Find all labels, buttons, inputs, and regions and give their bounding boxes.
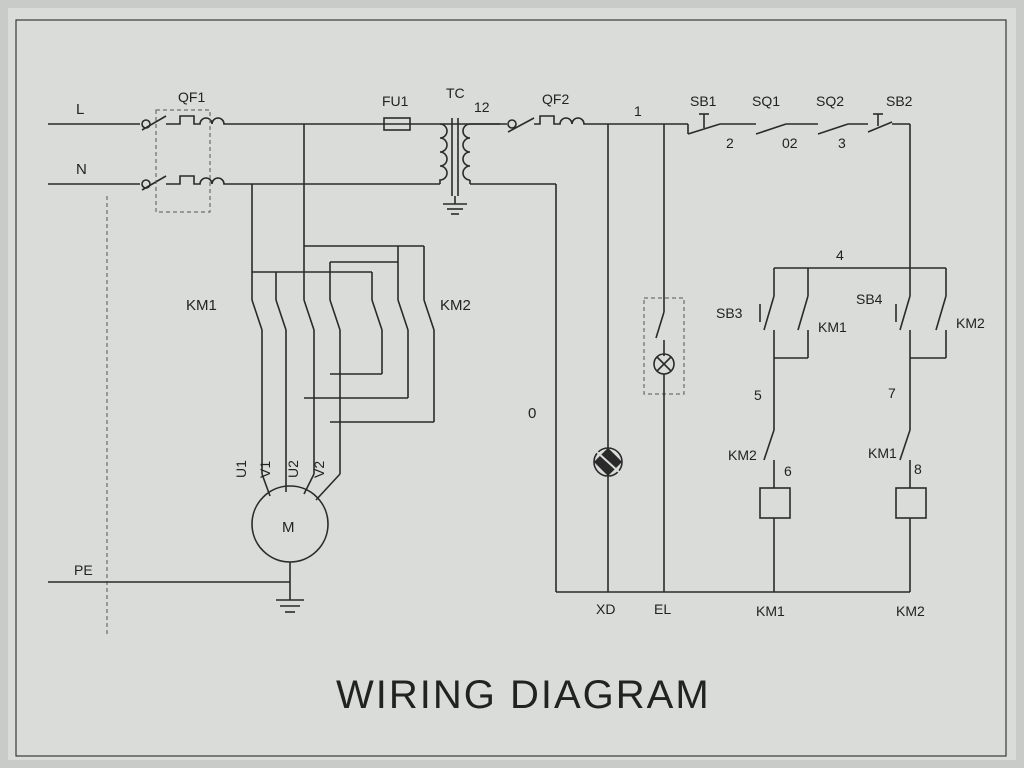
label-KM1-main: KM1 xyxy=(186,297,217,314)
label-EL: EL xyxy=(654,601,671,617)
input-lines xyxy=(48,123,290,636)
motor-label: M xyxy=(282,519,295,536)
label-KM1-aux: KM1 xyxy=(818,319,847,335)
label-SB3: SB3 xyxy=(716,305,743,321)
paper-background xyxy=(8,8,1016,760)
branch-sb4-km2 xyxy=(895,295,947,592)
label-SQ2: SQ2 xyxy=(816,93,844,109)
return-wire-0 xyxy=(555,184,910,593)
label-KM1-interlock: KM1 xyxy=(868,445,897,461)
branch-sb3-km1 xyxy=(759,295,809,592)
label-QF1: QF1 xyxy=(178,89,205,105)
drawing-border xyxy=(15,19,1007,757)
label-PE: PE xyxy=(74,562,93,578)
label-SB1: SB1 xyxy=(690,93,717,109)
diagram-title: WIRING DIAGRAM xyxy=(336,673,711,717)
label-0: 0 xyxy=(528,405,536,422)
label-4: 4 xyxy=(836,247,844,263)
label-2: 2 xyxy=(726,135,734,151)
label-KM1-coil: KM1 xyxy=(756,603,785,619)
terminal-V2: V2 xyxy=(311,461,327,478)
label-7: 7 xyxy=(888,385,896,401)
label-L: L xyxy=(76,101,84,118)
label-KM2-aux: KM2 xyxy=(956,315,985,331)
label-5: 5 xyxy=(754,387,762,403)
label-XD: XD xyxy=(596,601,615,617)
label-KM2-interlock: KM2 xyxy=(728,447,757,463)
label-02: 02 xyxy=(782,135,798,151)
indicator-xd xyxy=(593,124,623,592)
label-N: N xyxy=(76,161,87,178)
label-1: 1 xyxy=(634,103,642,119)
fuse-fu1 xyxy=(383,117,411,131)
terminal-U2: U2 xyxy=(285,460,301,478)
label-QF2: QF2 xyxy=(542,91,569,107)
node-4-bus xyxy=(773,267,947,296)
label-SB2: SB2 xyxy=(886,93,913,109)
label-8: 8 xyxy=(914,461,922,477)
terminal-U1: U1 xyxy=(233,460,249,478)
terminal-V1: V1 xyxy=(257,461,273,478)
control-top-rung xyxy=(687,113,911,268)
breaker-qf1 xyxy=(141,109,500,213)
label-3: 3 xyxy=(838,135,846,151)
label-SQ1: SQ1 xyxy=(752,93,780,109)
label-KM2-coil: KM2 xyxy=(896,603,925,619)
label-KM2-main: KM2 xyxy=(440,297,471,314)
transformer-tc xyxy=(439,118,556,215)
label-12: 12 xyxy=(474,99,490,115)
breaker-qf2 xyxy=(507,115,688,133)
label-TC: TC xyxy=(446,85,465,101)
lamp-el xyxy=(643,124,685,592)
label-SB4: SB4 xyxy=(856,291,883,307)
main-circuit xyxy=(251,124,435,613)
label-FU1: FU1 xyxy=(382,93,409,109)
label-6: 6 xyxy=(784,463,792,479)
